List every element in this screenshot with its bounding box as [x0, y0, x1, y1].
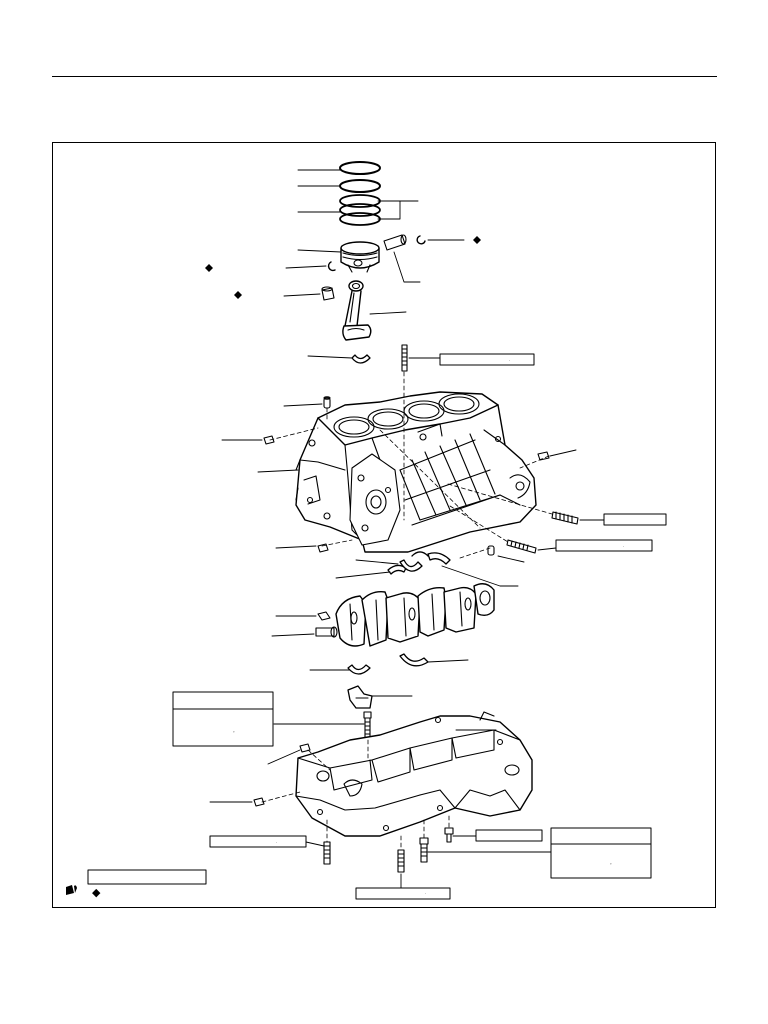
replace-marker-snap-ring-right [473, 236, 481, 244]
spec-oil-jet-text: · [623, 544, 624, 549]
crankshaft [315, 583, 495, 647]
piston [340, 241, 380, 273]
header-rule [52, 76, 717, 77]
knock-pin-lower-center [487, 545, 495, 556]
diagram-frame [52, 142, 716, 908]
sealant-icon [66, 885, 77, 895]
stud-bolt-crankcase-left [323, 841, 331, 865]
spec-cap-bolt-right-text: ° [610, 862, 612, 867]
main-bearing-upper-center [399, 559, 423, 572]
stud-bolt-crankcase-center [397, 849, 405, 873]
lower-crankcase [295, 711, 533, 837]
snap-ring-left [327, 261, 336, 272]
spec-cap-bolt-text: ° [233, 730, 235, 735]
main-bearing-lower-left [347, 664, 371, 675]
assembly-dashed-lines [261, 371, 553, 851]
replace-marker-snap-ring-left [205, 264, 213, 272]
main-bearing-lower-right [399, 653, 429, 667]
spec-rod-bolt-text: · [509, 358, 510, 363]
leader-lines [209, 169, 605, 889]
connecting-rod-bearing [351, 354, 371, 364]
spec-stud-left-text: · [276, 840, 277, 845]
bearing-cap-bolt [363, 711, 372, 739]
cylinder-block [295, 391, 537, 553]
knock-pin-lower-left [317, 543, 329, 553]
crankshaft-key [317, 611, 331, 621]
replace-markers [205, 236, 481, 299]
legend-replace-symbol: ◆ [92, 887, 101, 899]
knock-pin-top [323, 396, 331, 409]
replace-marker-bushing [234, 291, 242, 299]
oil-ring-set [339, 194, 381, 226]
bearing-cap-bracket [347, 685, 373, 709]
snap-ring-right [416, 235, 426, 245]
oil-jet [551, 511, 579, 525]
compression-ring-2 [339, 179, 381, 193]
connecting-rod [342, 280, 372, 341]
connecting-rod-bushing [321, 286, 335, 301]
knock-pin-crankcase-upper [299, 743, 311, 753]
main-bearing-upper-right [427, 552, 451, 565]
spec-boxes [87, 353, 667, 900]
legend: ◆ [66, 885, 101, 899]
connecting-rod-bolt [401, 344, 408, 372]
spec-stud-center-text: · [425, 891, 426, 896]
knock-pin-right [537, 451, 550, 461]
stud-bolt-block [506, 539, 537, 554]
piston-pin [383, 234, 407, 251]
knock-pin-left [263, 435, 275, 445]
knock-pin-crankcase-lower [253, 797, 265, 807]
thrust-washer [411, 551, 429, 557]
main-bearing-upper-left [387, 564, 407, 575]
cap-bolt-crankcase [419, 837, 429, 863]
compression-ring-1 [339, 161, 381, 175]
hex-bolt-crankcase [444, 827, 454, 843]
